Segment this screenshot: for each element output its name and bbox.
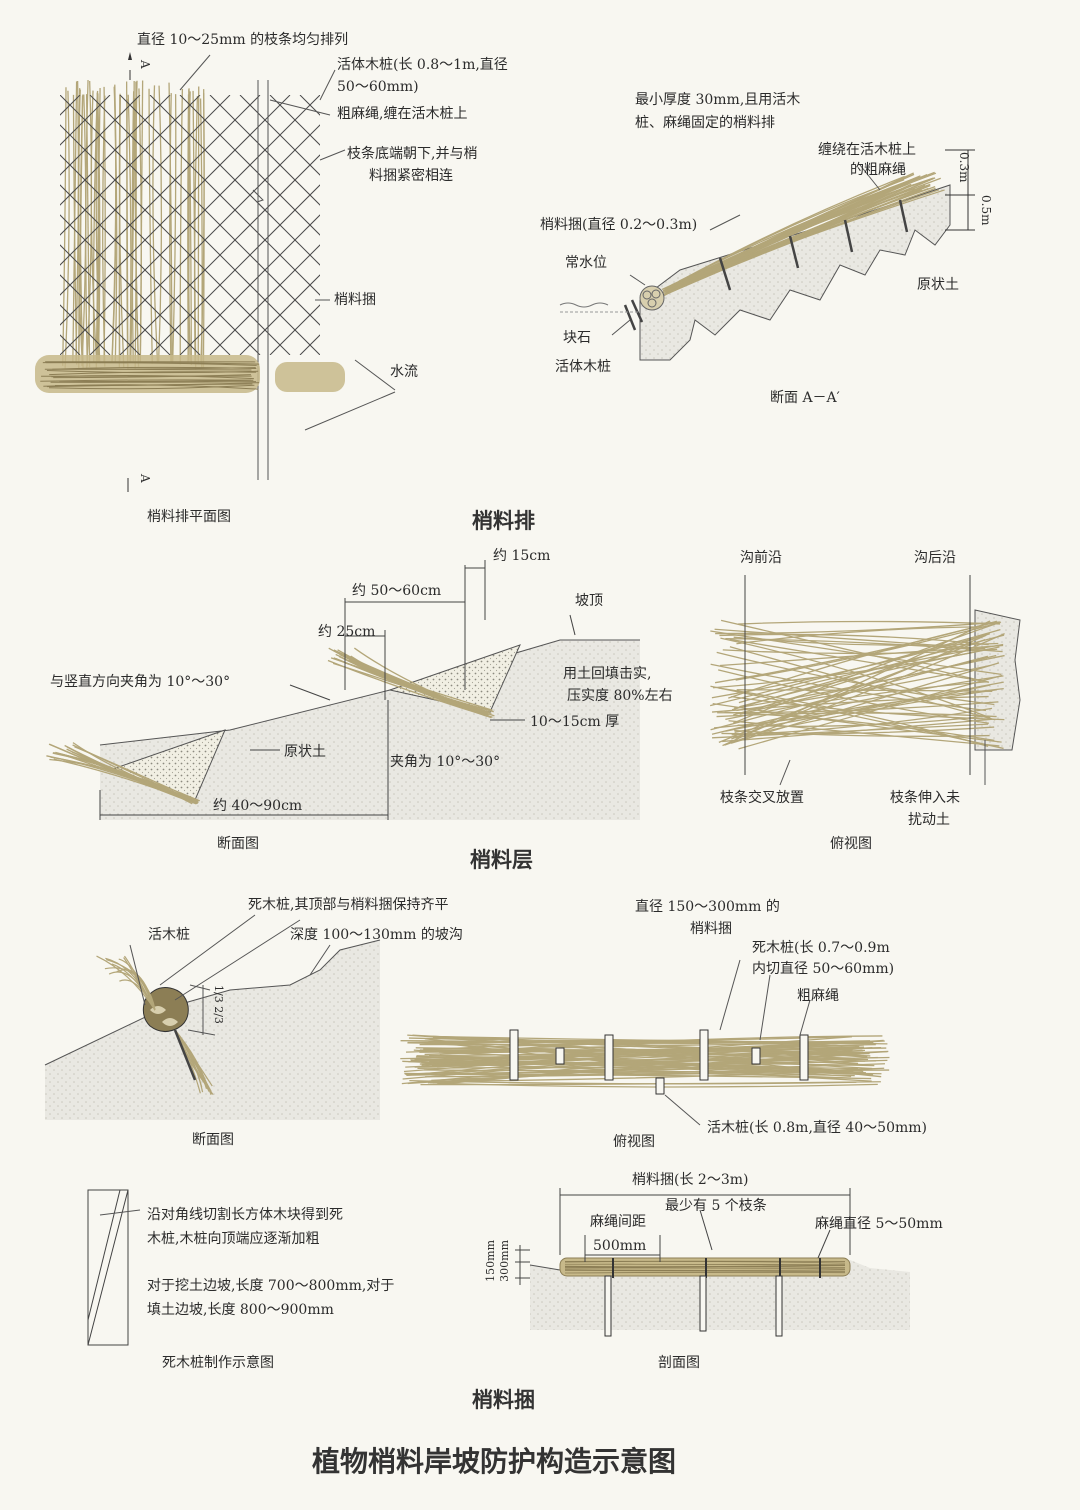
label-bundle-length: 梢料捆(长 2～3m)	[632, 1172, 749, 1188]
label-flow: 水流	[390, 364, 418, 380]
caption-layer-top: 俯视图	[830, 836, 872, 852]
label-trench-front: 沟前沿	[740, 550, 782, 566]
caption-profile: 剖面图	[658, 1355, 700, 1371]
label-thickness-2: 桩、麻绳固定的梢料排	[635, 115, 775, 131]
caption-bundle-section: 断面图	[192, 1132, 234, 1148]
label-dead-stake-2: 内切直径 50～60mm)	[752, 961, 895, 977]
label-rock: 块石	[563, 330, 591, 346]
caption-dead-stake: 死木桩制作示意图	[162, 1355, 274, 1371]
label-thickness: 10～15cm 厚	[530, 714, 620, 730]
label-live-stake-2: 50～60mm)	[337, 79, 419, 95]
mattress-plan	[35, 52, 396, 492]
label-live-stake-3: 活木桩(长 0.8m,直径 40～50mm)	[707, 1120, 927, 1136]
label-branches: 直径 10～25mm 的枝条均匀排列	[137, 32, 349, 48]
label-angle: 夹角为 10°～30°	[390, 754, 501, 770]
label-bundle-diameter-2: 梢料捆	[690, 921, 732, 937]
label-live-stake: 活体木桩	[555, 359, 611, 375]
label-fascine-diameter: 梢料捆(直径 0.2～0.3m)	[540, 217, 698, 233]
bundle-top-view	[400, 959, 890, 1126]
label-live-stake-1: 活体木桩(长 0.8～1m,直径	[337, 57, 508, 73]
layer-top-view	[709, 575, 1021, 786]
label-native-soil-2: 原状土	[284, 744, 326, 760]
bundle-profile	[515, 1188, 910, 1337]
label-length-2: 填土边坡,长度 800～900mm	[147, 1302, 334, 1318]
label-angle-vertical: 与竖直方向夹角为 10°～30°	[50, 674, 231, 690]
label-rope-spacing: 麻绳间距	[590, 1214, 646, 1230]
caption-mattress-plan: 梢料排平面图	[147, 509, 231, 525]
caption-bundle-top: 俯视图	[613, 1134, 655, 1150]
label-cut-1: 沿对角线切割长方体木块得到死	[147, 1207, 343, 1223]
mattress-section	[559, 149, 975, 361]
label-dead-stake-1: 死木桩(长 0.7～0.9m	[752, 940, 890, 956]
label-cross-placed: 枝条交叉放置	[720, 790, 804, 806]
label-water-level: 常水位	[565, 255, 607, 271]
heading-mattress: 梢料排	[472, 509, 535, 533]
label-d15: 约 15cm	[493, 548, 551, 564]
label-butt-2: 料捆紧密相连	[369, 168, 453, 184]
label-trench-depth: 深度 100～130mm 的坡沟	[290, 927, 463, 943]
section-mark-bottom: A	[138, 474, 152, 483]
label-wound-1: 缠绕在活木桩上	[818, 142, 916, 158]
heading-layer: 梢料层	[470, 848, 533, 872]
label-cut-2: 木桩,木桩向顶端应逐渐加粗	[147, 1231, 320, 1247]
label-slope-top: 坡顶	[575, 593, 603, 609]
label-butt-1: 枝条底端朝下,并与梢	[347, 146, 478, 162]
dead-stake-diagram	[87, 1189, 141, 1346]
label-coarse-rope: 粗麻绳	[797, 988, 839, 1004]
main-title: 植物梢料岸坡防护构造示意图	[312, 1445, 677, 1478]
label-d25: 约 25cm	[318, 624, 376, 640]
label-ratio: 1/3 2/3	[212, 985, 225, 1024]
label-dead-stake: 死木桩,其顶部与梢料捆保持齐平	[248, 897, 449, 913]
label-min-five: 最少有 5 个枝条	[665, 1198, 767, 1214]
label-spacing-value: 500mm	[593, 1238, 647, 1254]
label-backfill-1: 用土回填击实,	[563, 666, 652, 682]
heading-bundle: 梢料捆	[472, 1388, 535, 1412]
label-rope: 粗麻绳,缠在活木桩上	[337, 106, 468, 122]
label-fascine: 梢料捆	[334, 292, 376, 308]
label-bundle-diameter-1: 直径 150～300mm 的	[635, 899, 780, 915]
label-backfill-2: 压实度 80%左右	[567, 688, 673, 704]
label-rope-diameter: 麻绳直径 5～50mm	[815, 1216, 943, 1232]
label-into-soil-1: 枝条伸入未	[890, 790, 960, 806]
caption-mattress-section: 断面 A－A′	[770, 390, 840, 406]
label-length-1: 对于挖土边坡,长度 700～800mm,对于	[147, 1278, 395, 1294]
bundle-section	[44, 914, 381, 1120]
label-d40: 约 40～90cm	[213, 798, 303, 814]
label-d50: 约 50～60cm	[352, 583, 442, 599]
label-native-soil: 原状土	[917, 277, 959, 293]
caption-layer-section: 断面图	[217, 836, 259, 852]
layer-section	[46, 560, 640, 820]
label-into-soil-2: 扰动土	[908, 812, 950, 828]
label-live-stake-2: 活木桩	[148, 927, 190, 943]
label-wound-2: 的粗麻绳	[850, 162, 906, 178]
label-trench-back: 沟后沿	[914, 550, 956, 566]
label-dim-0-5m: 0.5m	[979, 195, 993, 226]
label-dim-300: 300mm	[498, 1240, 511, 1282]
section-mark-top: A	[138, 60, 152, 69]
label-thickness-1: 最小厚度 30mm,且用活木	[635, 92, 801, 108]
label-dim-0-3m: 0.3m	[957, 152, 971, 183]
